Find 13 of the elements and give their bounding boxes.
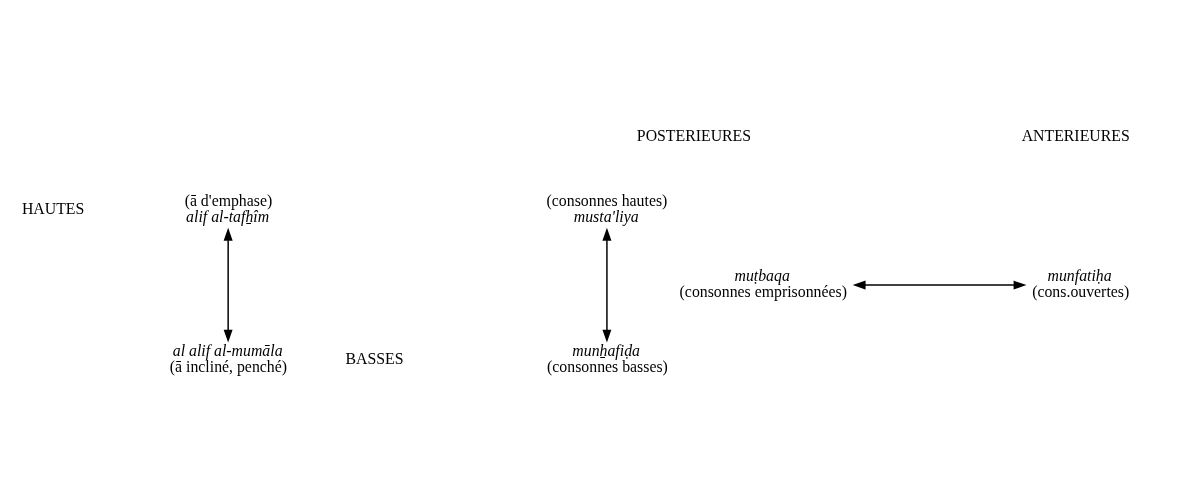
- node-text: (ā d'emphase) alif al-tafẖîm: [184, 191, 273, 225]
- label: BASSES: [345, 350, 404, 368]
- node-text: muṭbaqa (consonnes emprisonnées): [679, 266, 847, 300]
- node-text: al alif al-mumāla (ā incliné, penché): [169, 342, 288, 375]
- label: ANTERIEURES: [1021, 126, 1130, 144]
- label: HAUTES: [21, 199, 85, 217]
- arrow: [223, 227, 233, 343]
- node-text: munfatiḥa (cons.ouvertes): [1032, 266, 1130, 300]
- label: POSTERIEURES: [636, 126, 752, 144]
- arrow: [852, 280, 1027, 290]
- node-text: munẖafiḍa (consonnes basses): [547, 342, 668, 375]
- arrow: [602, 227, 612, 343]
- node-text: (consonnes hautes) musta'liya: [546, 191, 668, 225]
